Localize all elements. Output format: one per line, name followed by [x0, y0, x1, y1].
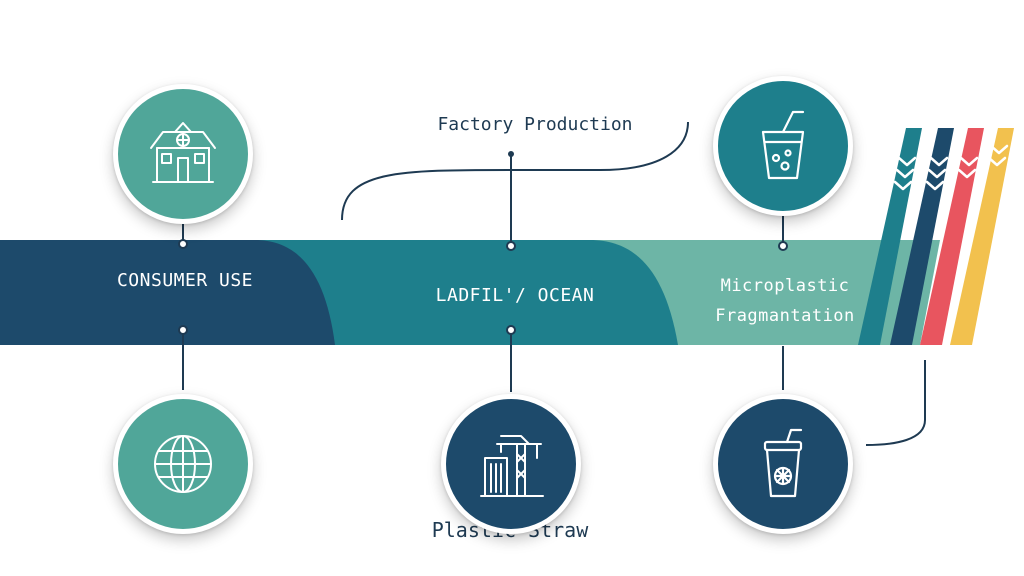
stage-label-landfill-ocean: LADFIL'/ OCEAN [435, 285, 595, 306]
decorative-stripes [858, 128, 1014, 345]
stage-label-consumer-use: CONSUMER USE [116, 270, 254, 291]
circle-cup-with-straw [713, 76, 853, 216]
stripe-navy [890, 128, 954, 345]
circle-disposable-cup [713, 394, 853, 534]
house-icon [150, 122, 216, 183]
stage-label-line1: Microplastic [720, 276, 850, 296]
band-section-navy [0, 240, 335, 345]
stage-label-microplastic-fragmentation: Microplastic Fragmantation [705, 271, 865, 331]
disposable-cup-icon [763, 428, 803, 498]
stripe-yellow [950, 128, 1014, 345]
stripe-red [920, 128, 984, 345]
stripe-teal [858, 128, 922, 345]
cup-with-straw-icon [761, 110, 805, 180]
circle-house [113, 84, 253, 224]
connector-dots [178, 151, 788, 335]
band-section-teal [220, 240, 678, 345]
circle-globe [113, 394, 253, 534]
connector-lines [182, 121, 926, 446]
stage-label-line2: Fragmantation [715, 306, 855, 326]
factory-crane-icon [480, 435, 544, 497]
globe-icon [154, 435, 212, 493]
caption-factory-production: Factory Production [437, 114, 633, 135]
circle-factory-crane [441, 394, 581, 534]
